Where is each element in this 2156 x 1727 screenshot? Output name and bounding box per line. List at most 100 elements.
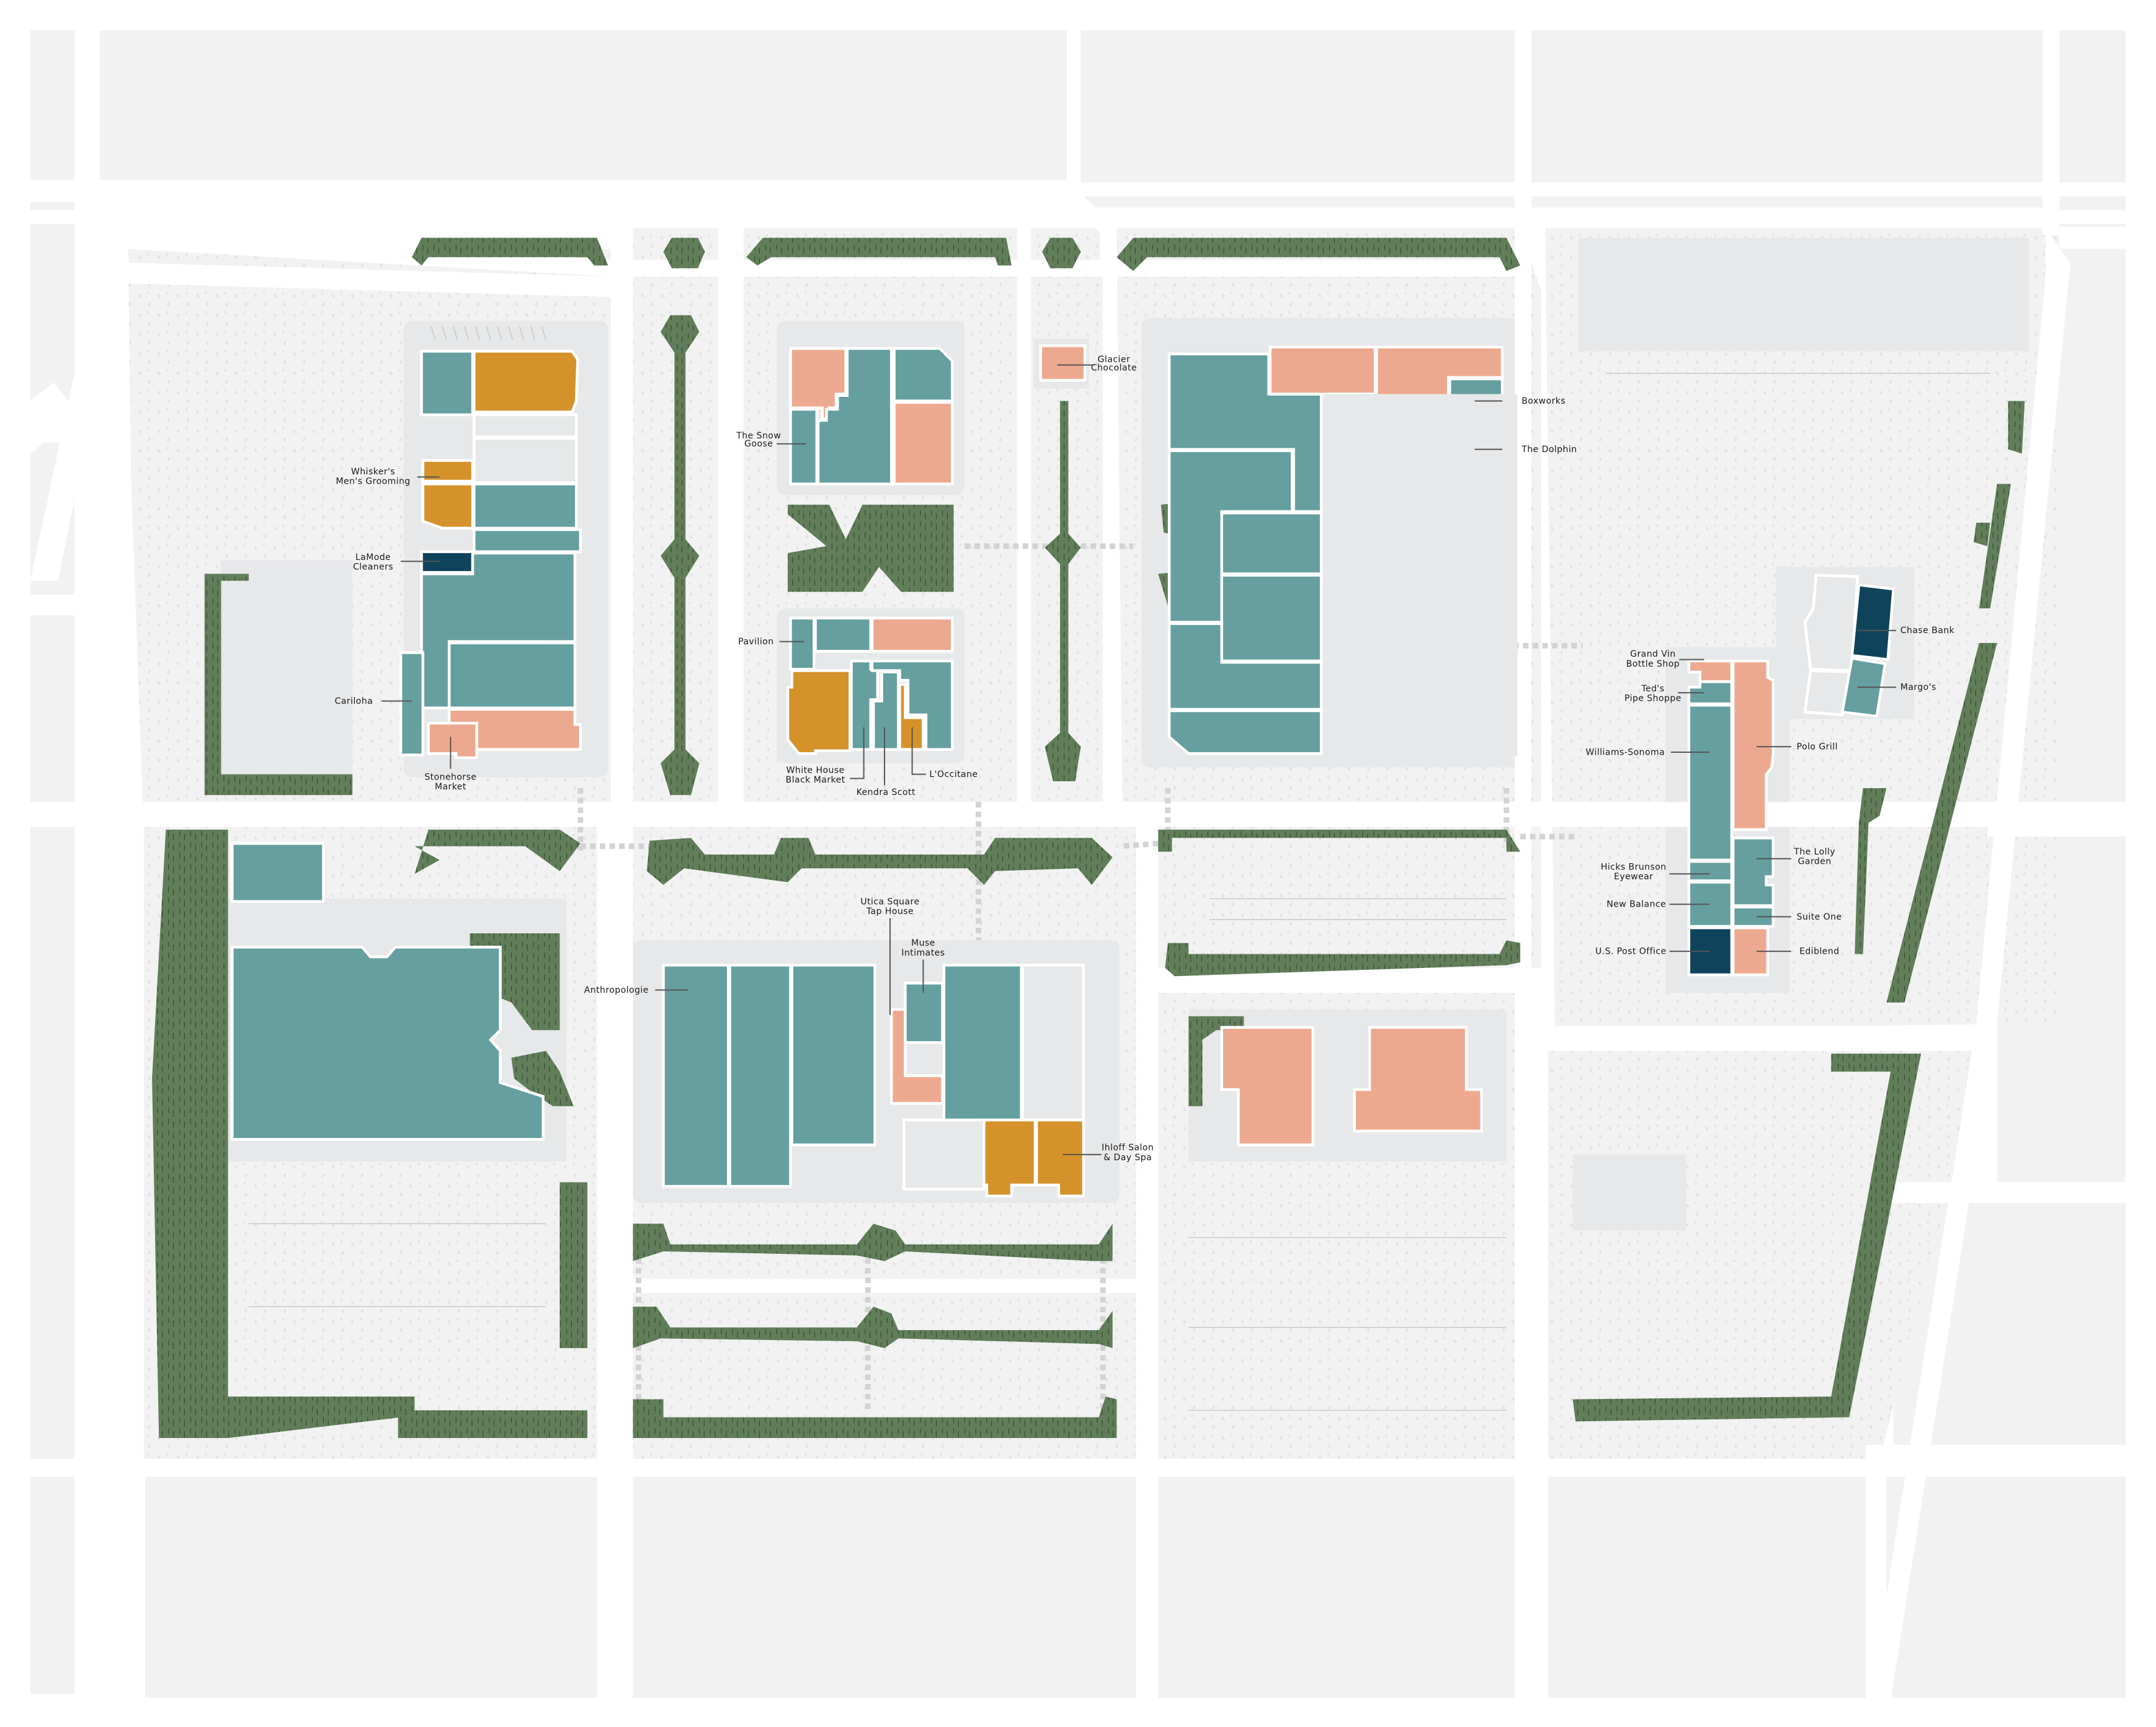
label-margos[interactable]: Margo's [1857,683,1936,693]
store-unit[interactable] [1220,512,1323,575]
snowgoose-unit[interactable] [789,407,819,486]
svg-text:Cleaners: Cleaners [353,562,393,572]
label-snowgoose[interactable]: The Snow Goose [736,431,806,449]
label-suiteone[interactable]: Suite One [1757,912,1842,922]
svg-text:Black Market: Black Market [786,775,845,785]
block-c-buildings [1167,345,1518,757]
label-taphouse[interactable]: Utica Square Tap House [860,897,919,1015]
svg-text:Whisker's: Whisker's [351,467,395,477]
hicks-unit[interactable] [1687,859,1734,882]
svg-text:L'Occitane: L'Occitane [929,770,978,779]
label-grandvin[interactable]: Grand Vin Bottle Shop [1626,649,1704,669]
store-unit[interactable] [231,841,325,903]
label-pavilion[interactable]: Pavilion [738,637,804,647]
vacant-unit[interactable] [1021,964,1085,1122]
green-spaces [152,238,2025,1438]
store-unit-salmon[interactable] [1268,345,1377,396]
store-unit-salmon[interactable] [870,616,954,653]
store-unit[interactable] [814,616,872,653]
cariloha-unit[interactable] [399,651,425,757]
restaurant-outparcel-1[interactable] [1220,1026,1315,1147]
svg-text:Suite One: Suite One [1797,912,1842,922]
label-glacier[interactable]: Glacier Chocolate [1057,355,1137,373]
label-anthropologie[interactable]: Anthropologie [584,985,688,995]
store-unit[interactable] [473,528,582,553]
svg-text:Eyewear: Eyewear [1614,872,1653,882]
store-unit[interactable] [1220,574,1323,663]
store-unit[interactable] [1167,709,1323,755]
label-teds[interactable]: Ted's Pipe Shoppe [1624,684,1704,704]
svg-text:Goose: Goose [744,439,773,449]
svg-text:Intimates: Intimates [901,948,945,958]
label-lolly[interactable]: The Lolly Garden [1757,847,1835,867]
restaurant-outparcel-2[interactable] [1353,1026,1483,1133]
store-unit[interactable] [728,964,792,1188]
label-newbalance[interactable]: New Balance [1606,900,1710,910]
label-ihloff[interactable]: Ihloff Salon & Day Spa [1062,1143,1154,1163]
store-unit-salmon[interactable] [893,401,954,486]
svg-text:The Lolly: The Lolly [1793,847,1835,857]
store-unit[interactable] [816,347,893,486]
label-postoffice[interactable]: U.S. Post Office [1595,947,1710,957]
label-boxworks[interactable]: Boxworks [1474,396,1566,406]
loccitane-unit[interactable] [898,683,925,751]
svg-text:Ediblend: Ediblend [1799,947,1839,957]
chase-unit[interactable] [1850,583,1895,662]
svg-text:New Balance: New Balance [1606,900,1666,910]
label-dolphin[interactable]: The Dolphin [1474,445,1577,455]
pologrill-unit[interactable] [1731,659,1775,832]
pavilion-unit[interactable] [789,616,816,671]
store-unit[interactable] [870,659,954,751]
svg-text:The Dolphin: The Dolphin [1521,445,1577,455]
label-williamssonoma[interactable]: Williams-Sonoma [1586,747,1710,757]
lolly-unit[interactable] [1731,837,1775,907]
svg-text:Glacier: Glacier [1098,355,1130,365]
ihloff-unit-2[interactable] [1035,1118,1085,1197]
svg-text:Williams-Sonoma: Williams-Sonoma [1586,747,1665,757]
vacant-unit[interactable] [902,1118,986,1191]
whiskers-unit[interactable] [421,459,474,483]
store-unit-a1[interactable] [420,350,474,417]
label-hicks[interactable]: Hicks Brunson Eyewear [1601,863,1710,882]
stonehorse-unit[interactable] [427,721,478,760]
store-unit[interactable] [790,964,876,1147]
label-ediblend[interactable]: Ediblend [1757,947,1840,957]
williamssonoma-unit[interactable] [1687,703,1734,862]
lamode-unit[interactable] [420,550,474,574]
muse-unit[interactable] [904,982,944,1044]
svg-text:Chase Bank: Chase Bank [1900,626,1955,636]
east-strip-buildings [1687,659,1775,977]
label-pologrill[interactable]: Polo Grill [1757,742,1838,752]
label-lamode[interactable]: LaMode Cleaners [353,553,440,572]
label-cariloha[interactable]: Cariloha [335,696,412,706]
store-unit-orange[interactable] [786,669,852,755]
block-a-buildings [399,350,582,760]
vacant-unit[interactable] [473,437,578,484]
label-kendra[interactable]: Kendra Scott [857,727,915,797]
svg-text:Ted's: Ted's [1641,684,1664,694]
glacier-unit[interactable] [1039,344,1087,382]
parking-stripes [249,326,1990,1411]
label-stonehorse[interactable]: Stonehorse Market [424,737,476,792]
vacant-unit[interactable] [473,413,578,438]
store-unit[interactable] [893,347,954,402]
store-unit-large[interactable] [231,946,545,1141]
svg-text:Boxworks: Boxworks [1521,396,1566,406]
ihloff-unit-1[interactable] [982,1118,1037,1197]
svg-text:Cariloha: Cariloha [335,696,373,706]
anthropologie-unit[interactable] [662,964,730,1188]
svg-text:Market: Market [435,782,466,792]
vacant-unit[interactable] [1803,669,1854,717]
label-whiskers[interactable]: Whisker's Men's Grooming [336,467,440,487]
label-loccitane[interactable]: L'Occitane [911,727,978,779]
svg-text:Margo's: Margo's [1900,683,1936,693]
whiskers-unit-2[interactable] [421,482,474,530]
store-unit[interactable] [447,641,577,709]
store-unit-a2[interactable] [473,350,579,414]
label-chase[interactable]: Chase Bank [1857,626,1955,636]
store-unit[interactable] [473,482,578,530]
label-whbm[interactable]: White House Black Market [786,727,865,785]
store-unit[interactable] [942,964,1023,1122]
store-labels: Whisker's Men's Grooming LaMode Cleaners… [335,355,1955,1163]
label-muse[interactable]: Muse Intimates [901,938,945,993]
